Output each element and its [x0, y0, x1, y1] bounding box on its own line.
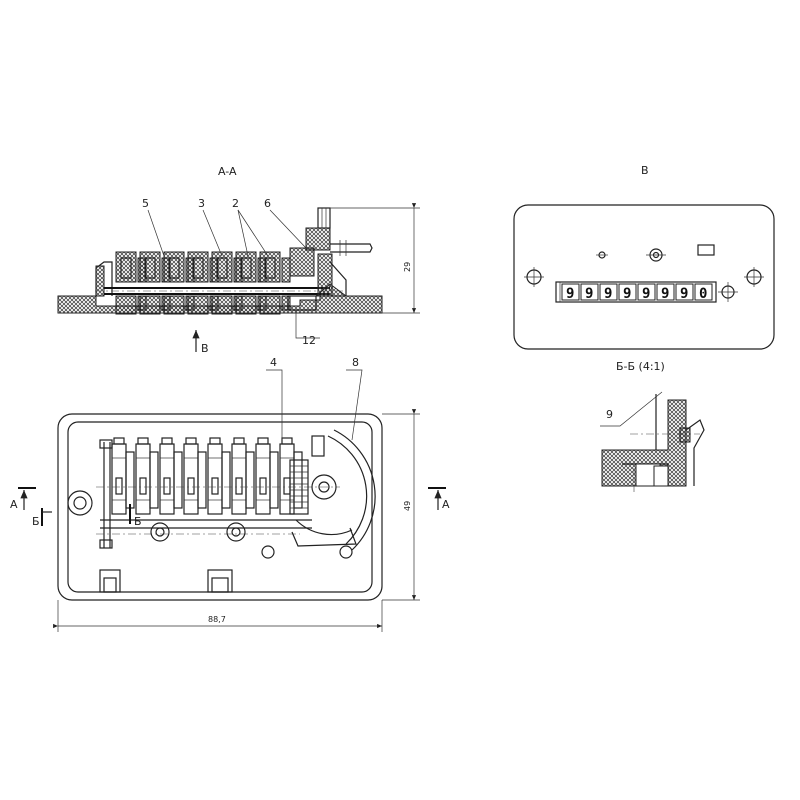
leader-4	[266, 369, 283, 440]
section-aa-view: A-A	[57, 165, 420, 355]
counter-window	[555, 281, 717, 303]
counter-digit-cell	[675, 283, 694, 301]
plan-view: A A Б Б 4 8 49 88,7	[10, 356, 450, 632]
pin-hole-right	[339, 545, 353, 559]
section-bb-spring	[685, 419, 705, 486]
leader-8	[346, 369, 363, 441]
view-b-title: B	[641, 164, 649, 177]
callout-5: 5	[142, 197, 149, 210]
counter-digit: 9	[642, 286, 650, 302]
section-mark-b-inner: Б	[134, 515, 142, 528]
view-arrow-b-label: B	[201, 342, 209, 355]
counter-digit: 9	[623, 286, 631, 302]
counter-digit-cell	[656, 283, 675, 301]
mounting-boss	[67, 490, 93, 516]
section-mark-a-right: A	[442, 498, 450, 511]
counter-digit-cell	[561, 283, 580, 301]
leader-5	[147, 209, 165, 257]
counter-digit-cell	[580, 283, 599, 301]
counter-digit: 9	[680, 286, 688, 302]
counter-digit: 9	[585, 286, 593, 302]
leader-3	[202, 209, 223, 257]
callout-12: 12	[302, 334, 316, 347]
indicator-window	[697, 244, 715, 256]
section-bb-title: Б-Б (4:1)	[616, 360, 665, 373]
screw-left	[150, 522, 170, 542]
callout-4: 4	[270, 356, 277, 369]
leader-2a	[237, 209, 249, 257]
counter-digit: 9	[604, 286, 612, 302]
reset-knob-housing	[287, 207, 373, 311]
digit-wheels-plan	[111, 437, 303, 515]
counter-drums-section	[115, 251, 291, 315]
callout-9: 9	[606, 408, 613, 421]
leader-12	[295, 310, 320, 339]
gear-sector	[289, 429, 376, 551]
counter-digit-cell	[637, 283, 656, 301]
section-mark-a-left: A	[10, 498, 18, 511]
gear-teeth	[289, 459, 309, 515]
callout-8: 8	[352, 356, 359, 369]
section-aa-title: A-A	[218, 165, 237, 178]
counter-digit-cell	[618, 283, 637, 301]
callout-2: 2	[232, 197, 239, 210]
gear-hub	[311, 474, 337, 500]
pin-hole	[261, 545, 275, 559]
callout-3: 3	[198, 197, 205, 210]
leader-9	[600, 391, 663, 427]
section-bb-view: Б-Б (4:1) 9	[600, 360, 705, 492]
dimension-29-label: 29	[403, 262, 412, 272]
dimension-88-7-label: 88,7	[208, 615, 226, 624]
leader-6	[269, 209, 307, 249]
counter-digit-cell	[599, 283, 618, 301]
counter-digit: 0	[699, 286, 707, 302]
housing-outline	[57, 413, 383, 601]
front-panel-outline	[513, 204, 775, 350]
counter-digit-cell	[694, 283, 713, 301]
section-mark-b-left: Б	[32, 515, 40, 528]
counter-digit: 9	[566, 286, 574, 302]
dimension-49-label: 49	[403, 501, 412, 511]
counter-digit: 9	[661, 286, 669, 302]
callout-6: 6	[264, 197, 271, 210]
screw-right	[226, 522, 246, 542]
housing-inner-outline	[67, 421, 373, 593]
leader-2b	[237, 209, 269, 257]
left-post	[95, 265, 105, 297]
clip-left	[99, 569, 121, 593]
